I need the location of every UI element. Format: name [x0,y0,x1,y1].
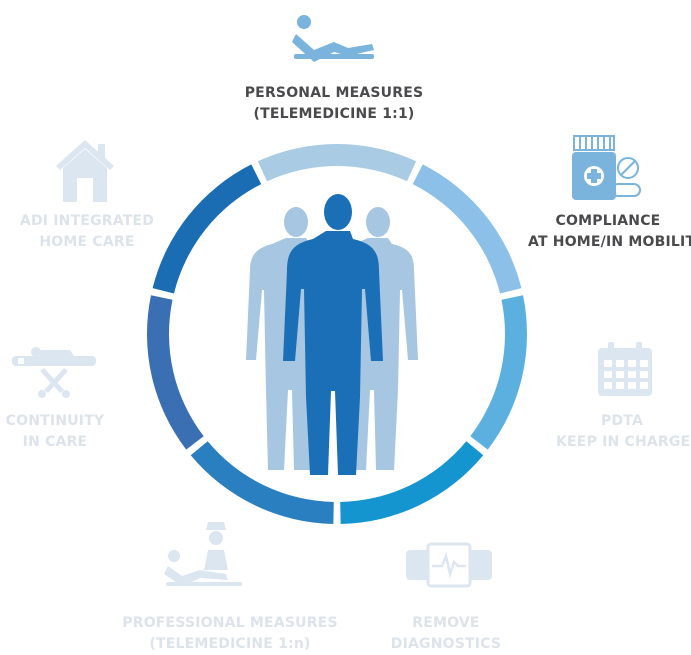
personal-measures-line-1: PERSONAL MEASURES [244,85,424,101]
nurse-patient-icon [164,522,242,586]
monitor-device-icon [406,542,492,588]
house-icon [56,140,114,202]
compliance-label: COMPLIANCE AT HOME/IN MOBILITY [528,211,691,253]
ring-segment-continuity [146,295,204,450]
ring-segment-pdta [470,295,527,450]
adi-label: ADI INTEGRATED HOME CARE [14,211,160,253]
continuity-line-2: IN CARE [22,434,88,450]
continuity-line-1: CONTINUITY [5,413,105,429]
calendar-icon [598,342,652,396]
personal-measures-line-2: (TELEMEDICINE 1:1) [253,106,415,122]
remove-diagnostics-line-1: REMOVE [412,615,480,631]
adi-line-1: ADI INTEGRATED [19,213,155,229]
ring-segment-compliance [412,164,522,294]
compliance-line-1: COMPLIANCE [555,213,661,229]
ring-segment-professional-measures [190,441,334,524]
ring-segment-adi [152,164,262,294]
professional-measures-line-2: (TELEMEDICINE 1:n) [149,636,311,652]
adi-line-2: HOME CARE [39,234,135,250]
people-figures [246,194,418,475]
remove-diagnostics-line-2: DIAGNOSTICS [390,636,502,652]
ring-segment-personal-measures [257,144,417,182]
pdta-line-2: KEEP IN CHARGE [556,434,691,450]
center-person-figure [283,194,383,475]
personal-measures-label: PERSONAL MEASURES (TELEMEDICINE 1:1) [219,83,449,125]
pdta-label: PDTA KEEP IN CHARGE [556,411,691,453]
ring-segment-remove-diagnostics [340,441,484,524]
stretcher-icon [12,347,96,398]
professional-measures-label: PROFESSIONAL MEASURES (TELEMEDICINE 1:n) [114,613,346,655]
compliance-line-2: AT HOME/IN MOBILITY [528,234,691,250]
reclining-patient-icon [292,15,374,62]
remove-diagnostics-label: REMOVE DIAGNOSTICS [380,613,512,655]
professional-measures-line-1: PROFESSIONAL MEASURES [122,615,338,631]
pdta-line-1: PDTA [601,413,643,429]
medicine-bottle-icon [572,135,641,200]
continuity-label: CONTINUITY IN CARE [2,411,108,453]
